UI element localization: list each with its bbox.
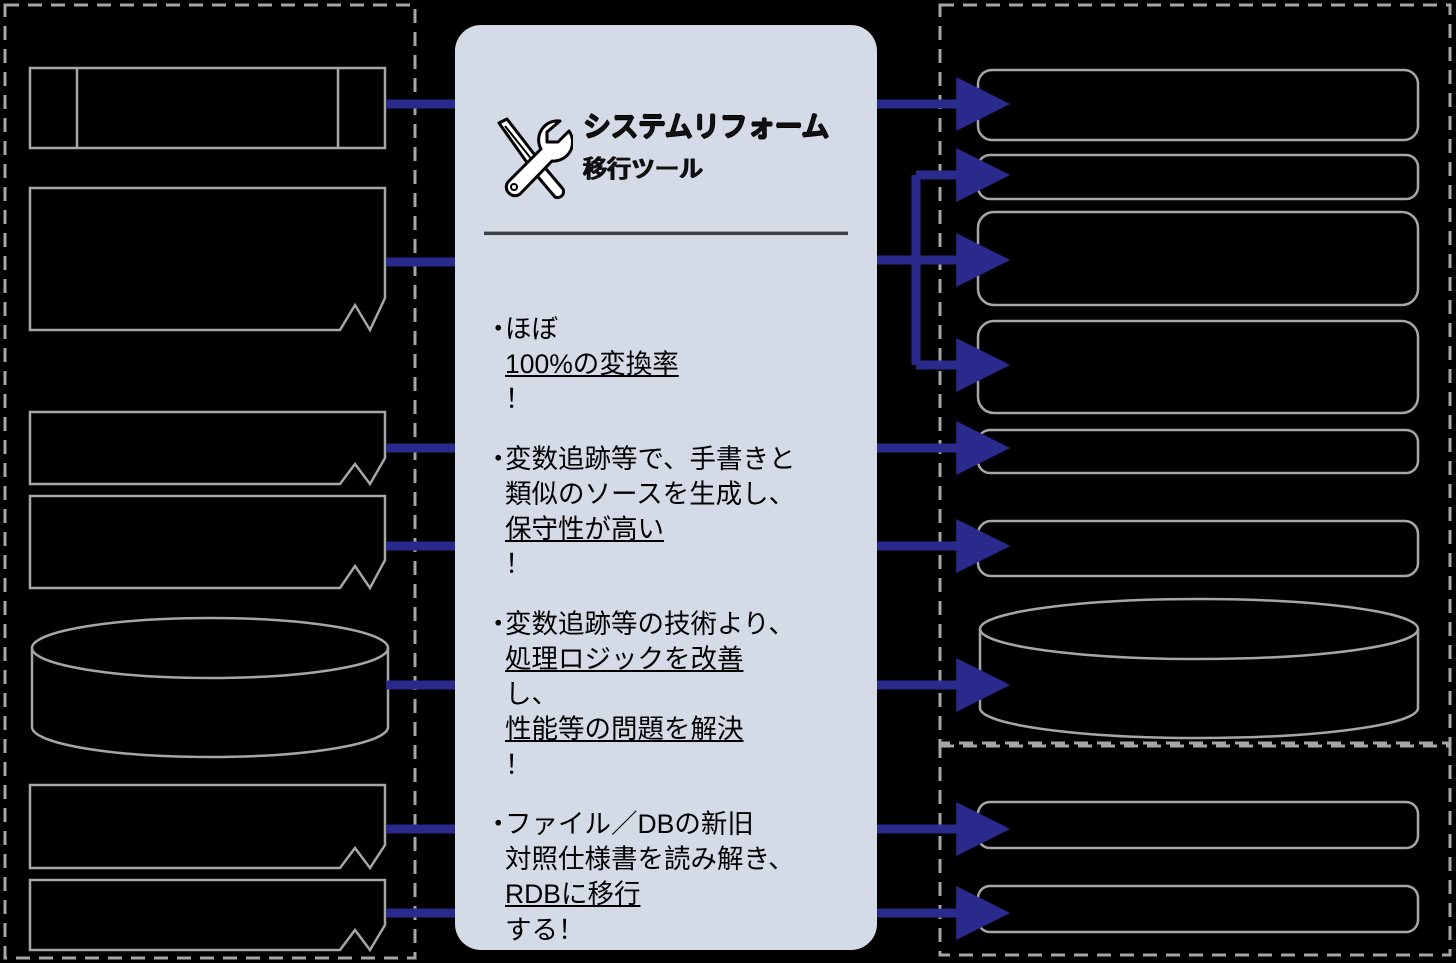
bullet-marker: ・: [485, 443, 512, 474]
plain-text: ！: [505, 749, 532, 780]
plain-text: ！: [505, 384, 532, 415]
bullet-line: 対照仕様書を読み解き、: [505, 842, 865, 877]
bullet-line: 変数追跡等で、手書きと: [505, 442, 865, 477]
plain-text: ！: [505, 549, 532, 580]
outbound-connectors: [875, 77, 1011, 940]
modern-box-3: [976, 210, 1420, 307]
emphasis-underline: 性能等の問題を解決: [505, 714, 744, 745]
bullet-marker: ・: [485, 608, 512, 639]
legacy-database-cylinder: [30, 616, 390, 759]
right-group-bottom-frame: [938, 744, 1452, 957]
bullet-line: 変数追跡等の技術より、: [505, 607, 865, 642]
bullet-line: 処理ロジックを改善し、: [505, 642, 865, 712]
bullet-text: 変数追跡等の技術より、処理ロジックを改善し、性能等の問題を解決！: [505, 607, 865, 783]
modern-box-8: [976, 884, 1420, 934]
inbound-connectors: [386, 99, 457, 918]
right-group-top-frame: [938, 3, 1452, 745]
bullet-maintainability: ・変数追跡等で、手書きと類似のソースを生成し、保守性が高い ！: [485, 442, 865, 583]
bullet-line: ファイル／DBの新旧: [505, 807, 865, 842]
emphasis-underline: 処理ロジックを改善: [505, 643, 744, 674]
emphasis-underline: 100%の変換率: [505, 349, 679, 380]
bullet-marker: ・: [485, 808, 512, 839]
plain-text: 変数追跡等で、手書きと: [505, 443, 796, 474]
plain-text: 変数追跡等の技術より、: [505, 608, 795, 639]
legacy-predefined-process: [28, 66, 387, 150]
legacy-document-5: [28, 878, 387, 953]
bullet-text: 変数追跡等で、手書きと類似のソースを生成し、保守性が高い ！: [505, 442, 865, 583]
plain-text: ファイル／DBの新旧: [505, 808, 754, 839]
bullet-line: ほぼ 100%の変換率 ！: [505, 312, 865, 418]
bullet-file-db-migration: ・ファイル／DBの新旧対照仕様書を読み解き、RDBに移行する！: [485, 807, 865, 948]
modern-box-5: [976, 428, 1420, 475]
emphasis-underline: RDBに移行: [505, 879, 641, 910]
panel-title-block: システムリフォーム 移行ツール: [583, 113, 863, 213]
bullet-text: ほぼ 100%の変換率 ！: [505, 312, 865, 418]
legacy-document-1: [28, 186, 387, 333]
panel-title-main: システムリフォーム: [583, 111, 829, 142]
bullet-line: RDBに移行する！: [505, 877, 865, 947]
bullet-logic-improvement: ・変数追跡等の技術より、処理ロジックを改善し、性能等の問題を解決！: [485, 607, 865, 783]
wrench-screwdriver-icon: [497, 117, 573, 200]
left-group-frame: [3, 3, 417, 960]
bullet-line: 類似のソースを生成し、: [505, 477, 865, 512]
plain-text: 対照仕様書を読み解き、: [505, 844, 795, 875]
legacy-document-3: [28, 494, 387, 591]
legacy-document-4: [28, 783, 387, 871]
emphasis-underline: 保守性が高い: [505, 514, 664, 545]
panel-title-sub: 移行ツール: [583, 156, 703, 183]
modern-database-cylinder: [978, 597, 1420, 740]
plain-text: する！: [505, 914, 585, 945]
bullet-conversion-rate: ・ほぼ 100%の変換率 ！: [485, 312, 865, 418]
modern-box-4: [976, 319, 1420, 415]
legacy-document-2: [28, 410, 387, 487]
bullet-text: ファイル／DBの新旧対照仕様書を読み解き、RDBに移行する！: [505, 807, 865, 948]
plain-text: ほぼ: [505, 314, 558, 344]
plain-text: 類似のソースを生成し、: [505, 478, 796, 509]
panel-header: システムリフォーム 移行ツール: [455, 113, 877, 225]
bullet-line: 性能等の問題を解決 ！: [505, 712, 865, 782]
modern-box-7: [976, 800, 1420, 850]
modern-box-6: [976, 519, 1420, 578]
bullet-marker: ・: [485, 314, 512, 344]
bullet-line: 保守性が高い ！: [505, 512, 865, 582]
modern-box-1: [976, 68, 1420, 142]
panel-divider: [484, 231, 848, 236]
modern-box-2: [976, 153, 1420, 201]
plain-text: し、: [505, 679, 558, 710]
